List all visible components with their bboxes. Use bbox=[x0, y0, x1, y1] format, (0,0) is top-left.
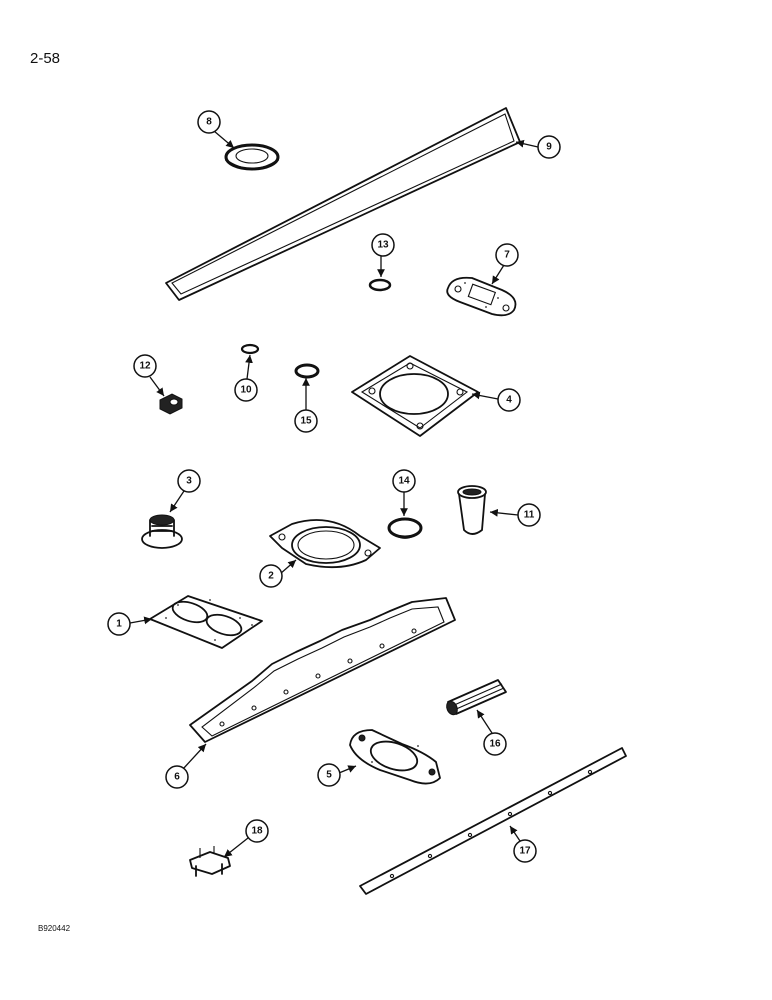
leader-lines bbox=[129, 130, 539, 858]
callout-18: 18 bbox=[245, 819, 269, 843]
part-6-manifold-gasket bbox=[189, 597, 456, 743]
svg-text:18: 18 bbox=[251, 826, 263, 837]
callout-4: 4 bbox=[497, 388, 521, 412]
part-16-tube bbox=[446, 679, 507, 716]
part-12-fitting bbox=[159, 393, 183, 415]
part-5-eared-gasket bbox=[349, 729, 441, 785]
part-17-strip bbox=[359, 747, 627, 895]
svg-text:15: 15 bbox=[300, 416, 312, 427]
callout-13: 13 bbox=[371, 233, 395, 257]
callout-11: 11 bbox=[517, 503, 541, 527]
svg-text:2: 2 bbox=[268, 571, 274, 582]
callout-15: 15 bbox=[294, 409, 318, 433]
svg-text:16: 16 bbox=[489, 739, 501, 750]
svg-text:17: 17 bbox=[519, 846, 531, 857]
svg-text:6: 6 bbox=[174, 772, 180, 783]
callout-10: 10 bbox=[234, 378, 258, 402]
svg-text:10: 10 bbox=[240, 385, 252, 396]
svg-text:4: 4 bbox=[506, 395, 512, 406]
part-3-plug bbox=[141, 514, 183, 549]
callout-17: 17 bbox=[513, 839, 537, 863]
part-13-o-ring bbox=[368, 278, 392, 292]
callout-1: 1 bbox=[107, 612, 131, 636]
part-8-ring-seal bbox=[224, 143, 280, 171]
svg-text:8: 8 bbox=[206, 117, 212, 128]
page-number: 2-58 bbox=[30, 50, 61, 67]
callout-12: 12 bbox=[133, 354, 157, 378]
svg-text:14: 14 bbox=[398, 476, 410, 487]
callout-6: 6 bbox=[165, 765, 189, 789]
callout-7: 7 bbox=[495, 243, 519, 267]
callout-9: 9 bbox=[537, 135, 561, 159]
callout-2: 2 bbox=[259, 564, 283, 588]
callout-3: 3 bbox=[177, 469, 201, 493]
part-7-flange-gasket bbox=[446, 276, 517, 317]
callout-14: 14 bbox=[392, 469, 416, 493]
callout-8: 8 bbox=[197, 110, 221, 134]
part-2-oval-gasket bbox=[269, 519, 381, 569]
part-1-two-port-gasket bbox=[149, 595, 263, 649]
svg-text:1: 1 bbox=[116, 619, 122, 630]
svg-text:11: 11 bbox=[524, 510, 535, 521]
svg-text:3: 3 bbox=[186, 476, 192, 487]
svg-text:12: 12 bbox=[139, 361, 151, 372]
part-18-clip bbox=[189, 846, 231, 877]
callout-16: 16 bbox=[483, 732, 507, 756]
callout-5: 5 bbox=[317, 763, 341, 787]
part-9-long-gasket bbox=[165, 107, 521, 301]
svg-text:7: 7 bbox=[504, 250, 510, 261]
svg-text:9: 9 bbox=[546, 142, 552, 153]
part-11-sleeve bbox=[457, 485, 487, 535]
svg-text:13: 13 bbox=[377, 240, 389, 251]
part-4-square-gasket bbox=[351, 355, 479, 437]
part-14-ring bbox=[387, 517, 423, 539]
svg-text:5: 5 bbox=[326, 770, 332, 781]
figure-code: B920442 bbox=[38, 924, 71, 933]
part-15-o-ring bbox=[294, 363, 320, 379]
part-10-washer bbox=[240, 343, 260, 355]
